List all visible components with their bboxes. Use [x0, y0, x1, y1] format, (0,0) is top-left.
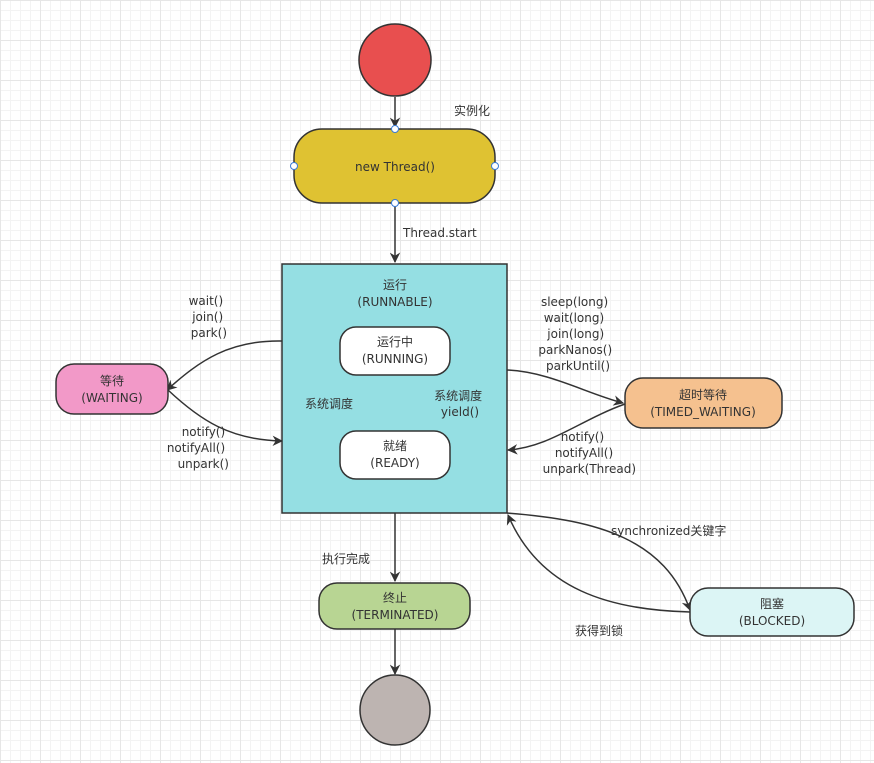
runnable-sub: (RUNNABLE)	[357, 295, 432, 309]
connector-handle	[391, 125, 399, 133]
edges	[166, 97, 692, 676]
blocked-sub: (BLOCKED)	[739, 614, 805, 628]
edge-label-line: notify()	[182, 425, 225, 439]
edge-label-schedule-up: 系统调度 yield()	[434, 388, 486, 419]
edge-timed-to-runnable	[506, 403, 626, 455]
edge-label-start: Thread.start	[402, 226, 477, 240]
terminated-title: 终止	[383, 590, 407, 605]
edge-label-to-timed: sleep(long) wait(long) join(long) parkNa…	[538, 295, 616, 373]
edge-label-line: park()	[191, 326, 227, 340]
edge-label-line: sleep(long)	[541, 295, 608, 309]
end-node	[359, 674, 431, 746]
edge-label-line: parkUntil()	[546, 359, 610, 373]
edge-label-line: notifyAll()	[167, 441, 225, 455]
running-title: 运行中	[377, 334, 413, 349]
edge-blocked-to-runnable	[506, 514, 691, 613]
edge-label-line: unpark()	[178, 457, 229, 471]
edge-label-to-blocked: synchronized关键字	[611, 523, 726, 538]
terminated-sub: (TERMINATED)	[352, 608, 439, 622]
edge-label-line: unpark(Thread)	[543, 462, 636, 476]
ready-node	[339, 430, 451, 480]
blocked-title: 阻塞	[760, 596, 784, 611]
edge-runnable-to-blocked	[506, 512, 692, 611]
edge-runnable-to-waiting	[166, 340, 283, 391]
edge-label-schedule-down: 系统调度	[305, 396, 353, 411]
edge-labels: 实例化 Thread.start wait() join() park() no…	[167, 103, 727, 638]
edge-label-from-timed: notify() notifyAll() unpark(Thread)	[543, 430, 636, 476]
running-node	[339, 326, 451, 376]
connector-handle	[391, 199, 399, 207]
edge-label-instantiate: 实例化	[454, 103, 490, 118]
blocked-node	[689, 587, 855, 637]
edge-label-line: notifyAll()	[555, 446, 613, 460]
ready-sub: (READY)	[370, 456, 419, 470]
waiting-sub: (WAITING)	[81, 391, 142, 405]
edge-label-line: yield()	[441, 405, 479, 419]
edge-label-line: join()	[191, 310, 223, 324]
edge-label-line: parkNanos()	[538, 343, 612, 357]
running-sub: (RUNNING)	[362, 352, 428, 366]
connector-handle	[491, 162, 499, 170]
edge-runnable-to-timed	[506, 369, 625, 406]
edge-label-line: wait(long)	[544, 311, 604, 325]
terminated-node	[318, 582, 471, 630]
timed-waiting-sub: (TIMED_WAITING)	[650, 405, 756, 419]
edge-waiting-to-runnable	[167, 389, 284, 447]
timed-waiting-node	[624, 377, 783, 429]
edge-label-to-waiting: wait() join() park()	[189, 294, 227, 340]
edge-label-line: notify()	[561, 430, 604, 444]
edge-label-from-waiting: notify() notifyAll() unpark()	[167, 425, 229, 471]
ready-title: 就绪	[383, 439, 407, 453]
runnable-title: 运行	[383, 278, 407, 292]
new-thread-label: new Thread()	[355, 160, 435, 174]
edge-label-line: join(long)	[546, 327, 604, 341]
nodes: new Thread() 运行 (RUNNABLE) 运行中 (RUNNING)…	[55, 23, 855, 746]
edge-label-line: wait()	[189, 294, 224, 308]
connector-handle	[290, 162, 298, 170]
edge-label-line: 系统调度	[434, 388, 482, 403]
edge-label-from-blocked: 获得到锁	[575, 623, 623, 638]
edge-label-done: 执行完成	[322, 551, 370, 566]
waiting-title: 等待	[100, 374, 124, 388]
start-node	[358, 23, 432, 97]
timed-waiting-title: 超时等待	[679, 387, 727, 402]
waiting-node	[55, 363, 169, 415]
